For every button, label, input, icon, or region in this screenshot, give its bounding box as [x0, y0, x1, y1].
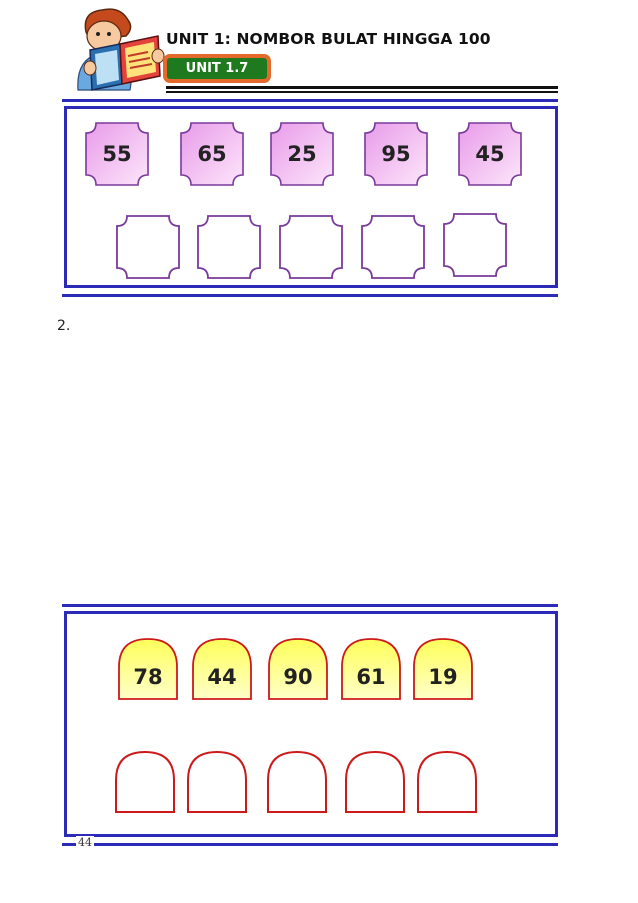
number-tile-value: 61	[356, 665, 386, 689]
answer-blank[interactable]	[115, 214, 181, 280]
number-tile-value: 95	[381, 142, 411, 166]
number-tile: 19	[412, 637, 474, 701]
number-tile: 90	[267, 637, 329, 701]
number-tile-value: 44	[207, 665, 237, 689]
number-tile-value: 19	[428, 665, 458, 689]
number-tile-value: 65	[197, 142, 227, 166]
number-tile: 25	[269, 121, 335, 187]
number-tile: 95	[363, 121, 429, 187]
unit-title: UNIT 1: NOMBOR BULAT HINGGA 100	[166, 30, 491, 48]
header-rule	[166, 86, 558, 89]
answer-blank[interactable]	[196, 214, 262, 280]
number-tile-value: 90	[283, 665, 313, 689]
answer-blank[interactable]	[416, 750, 478, 814]
number-tile: 65	[179, 121, 245, 187]
number-tile-value: 45	[475, 142, 505, 166]
boy-reading-book-icon	[68, 6, 166, 92]
number-tile: 78	[117, 637, 179, 701]
section1-top-rule	[62, 99, 558, 102]
section2-bottom-rule	[62, 843, 558, 846]
section2-top-rule	[62, 604, 558, 607]
number-tile-value: 55	[102, 142, 132, 166]
page-number: 44	[76, 836, 94, 849]
number-tile: 55	[84, 121, 150, 187]
header-rule-thin	[166, 91, 558, 93]
section1-bottom-rule	[62, 294, 558, 297]
number-tile: 45	[457, 121, 523, 187]
answer-blank[interactable]	[442, 212, 508, 278]
answer-blank[interactable]	[344, 750, 406, 814]
number-tile: 61	[340, 637, 402, 701]
answer-blank[interactable]	[360, 214, 426, 280]
number-tile-value: 78	[133, 665, 163, 689]
number-tile: 44	[191, 637, 253, 701]
answer-blank[interactable]	[278, 214, 344, 280]
answer-blank[interactable]	[266, 750, 328, 814]
unit-badge: UNIT 1.7	[163, 54, 271, 83]
answer-blank[interactable]	[186, 750, 248, 814]
answer-blank[interactable]	[114, 750, 176, 814]
number-tile-value: 25	[287, 142, 317, 166]
question-number: 2.	[57, 318, 71, 334]
